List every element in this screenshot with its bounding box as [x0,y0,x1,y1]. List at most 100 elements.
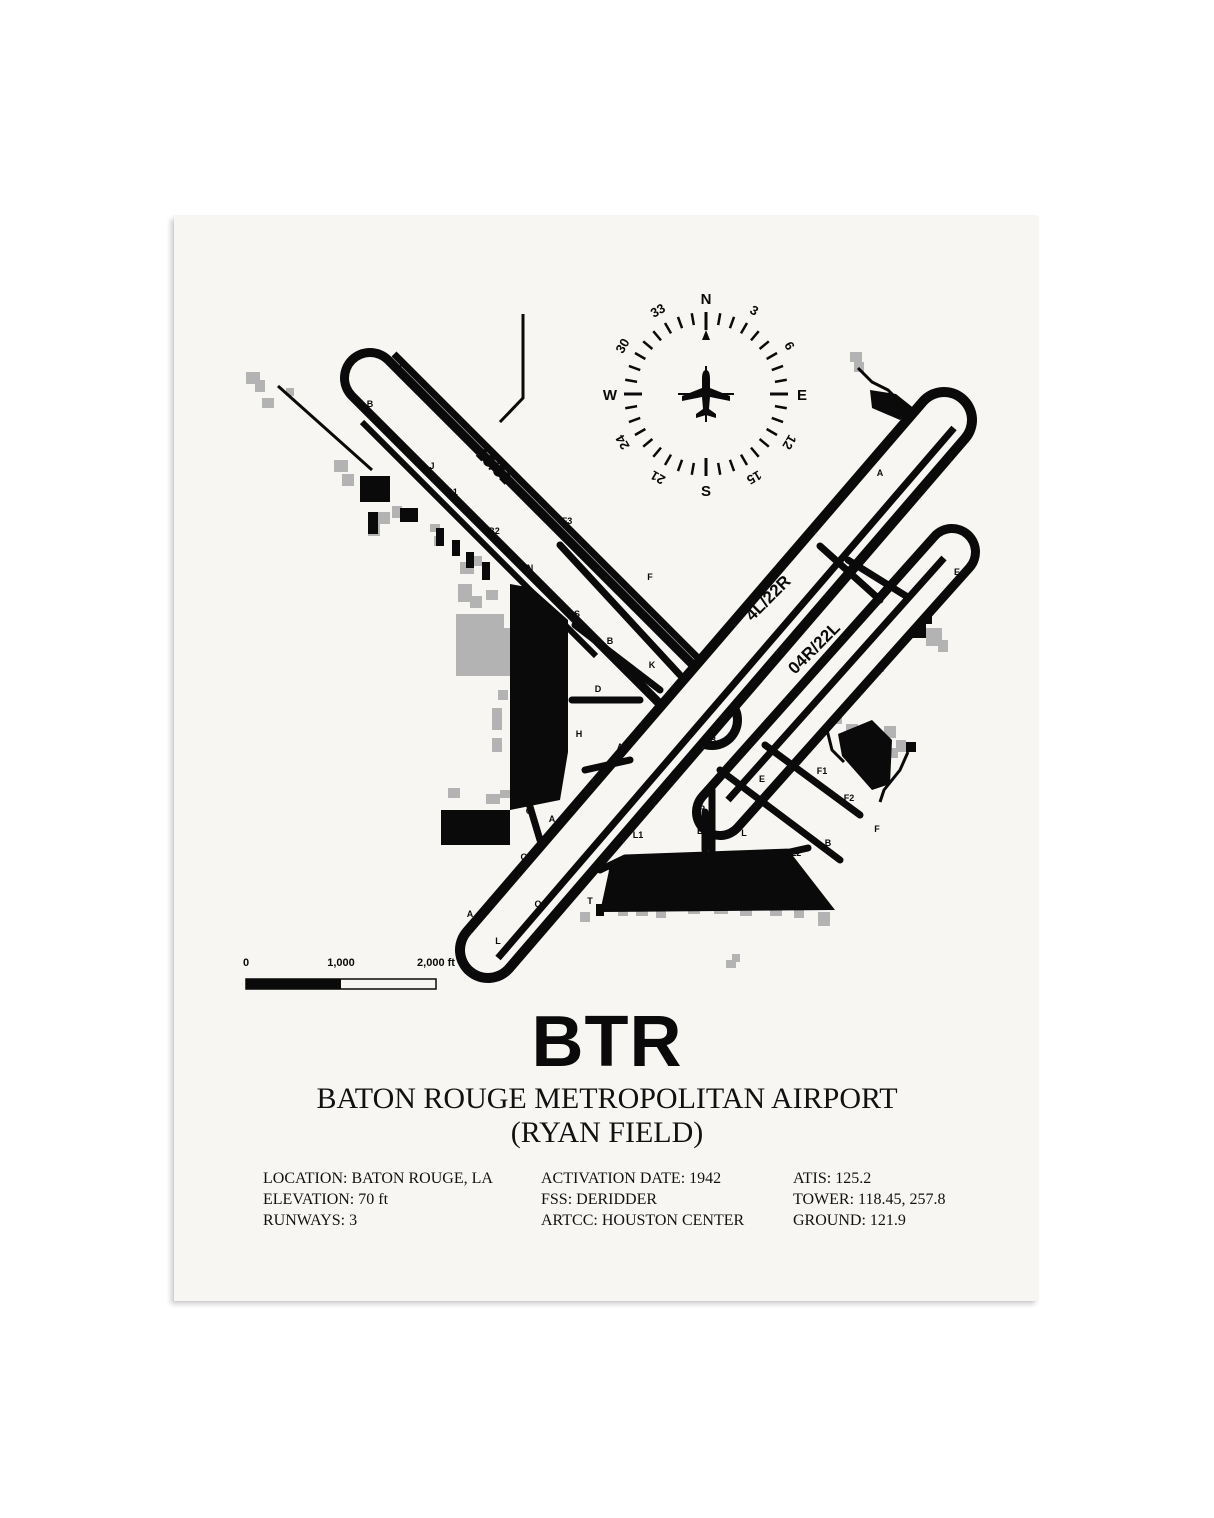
info-column-3: ATIS: 125.2 TOWER: 118.45, 257.8 GROUND:… [793,1168,945,1231]
taxiway-label: E [697,826,703,836]
taxiway-label: F [647,572,653,582]
aprons [360,390,932,916]
taxiway-label: B2 [488,526,500,536]
taxiway-label: Q [520,852,527,862]
taxiway-label: F [399,361,405,371]
taxiway-label: N [527,563,534,573]
taxiway-label: B1 [446,487,458,497]
compass-tick [758,340,770,350]
compass-tick [663,322,673,335]
compass-tick [716,313,722,326]
compass-tick [765,351,778,361]
scale-label-1000: 1,000 [327,957,355,969]
info-fss: FSS: DERIDDER [541,1191,658,1208]
taxiway-label: A [877,468,884,478]
taxiway-label: L [495,936,501,946]
compass-cardinal-w: W [603,387,618,404]
taxiway-label: G [866,569,873,579]
taxiway-label: T [587,896,593,906]
compass-cardinal-n: N [701,291,712,308]
info-activation-date: ACTIVATION DATE: 1942 [541,1170,722,1187]
compass-tick [628,416,641,424]
compass-tick [676,459,684,472]
info-column-1: LOCATION: BATON ROUGE, LA ELEVATION: 70 … [263,1168,493,1231]
info-ground: GROUND: 121.9 [793,1212,906,1229]
taxiways [524,541,910,874]
compass-tick [728,316,736,329]
taxiway-label: A [467,909,474,919]
taxiway-label: C [526,806,533,816]
compass-cardinal-e: E [797,387,807,404]
scale-bar: 0 1,000 2,000 ft [243,957,455,990]
taxiway-label: B [607,636,614,646]
compass-number-24: 24 [612,432,633,453]
info-artcc: ARTCC: HOUSTON CENTER [541,1212,745,1229]
taxiway-label: L [741,828,747,838]
compass-tick [690,462,696,475]
taxiway-label: A [549,814,556,824]
runway-4l-22r [455,387,977,983]
airport-name: BATON ROUGE METROPOLITAN AIRPORT (RYAN F… [0,1082,1214,1150]
taxiway-label: P [699,804,705,814]
taxiway-label: L [608,864,614,874]
runway-13-31 [340,348,742,750]
compass-tick [771,364,784,372]
compass-tick [765,427,778,437]
compass-number-12: 12 [779,432,799,452]
compass-tick [774,404,787,410]
taxiway-label: B [710,735,717,745]
taxiway-label: Q [534,899,541,909]
taxiway-label: L1 [633,830,644,840]
scale-label-2000: 2,000 ft [417,957,455,969]
info-location: LOCATION: BATON ROUGE, LA [263,1170,493,1187]
compass-number-15: 15 [744,467,764,487]
compass-tick [663,453,673,466]
scale-label-0: 0 [243,957,249,969]
info-atis: ATIS: 125.2 [793,1170,872,1187]
compass-tick [625,378,638,384]
compass-tick [634,351,647,361]
taxiway-label: F3 [562,516,573,526]
compass-tick [728,459,736,472]
compass-tick [625,404,638,410]
compass-tick [739,322,749,335]
compass-tick [739,453,749,466]
taxiway-label: D [595,684,602,694]
taxiway-label: E [759,774,765,784]
north-pointer-icon [702,330,710,340]
taxiway-label: A [617,742,624,752]
taxiway-label: K [649,660,656,670]
info-tower: TOWER: 118.45, 257.8 [793,1191,946,1208]
taxiway-label: F1 [817,766,828,776]
airport-code: BTR [531,1002,683,1082]
compass-number-21: 21 [648,467,668,487]
compass-tick [652,330,662,342]
compass-number-30: 30 [612,336,632,356]
compass-tick [642,438,654,448]
taxiway-label: B [825,838,832,848]
compass-tick [716,462,722,475]
info-column-2: ACTIVATION DATE: 1942 FSS: DERIDDER ARTC… [541,1168,744,1231]
info-elevation: ELEVATION: 70 ft [263,1191,389,1208]
taxiway-label: H [576,729,583,739]
compass-tick [750,446,760,458]
compass-tick [634,427,647,437]
compass-number-3: 3 [747,302,761,319]
info-runways: RUNWAYS: 3 [263,1212,358,1229]
compass-tick [652,446,662,458]
compass-tick [642,340,654,350]
taxiway-label: J [429,461,434,471]
compass-tick [690,313,696,326]
airplane-icon [682,370,730,418]
airport-name-line1: BATON ROUGE METROPOLITAN AIRPORT [316,1082,898,1115]
compass-tick [774,378,787,384]
taxiway-label: F [874,824,880,834]
taxiway-label: S [574,609,580,619]
compass-tick [628,364,641,372]
compass-tick [758,438,770,448]
taxiway-label: L2 [791,848,802,858]
compass-tick [771,416,784,424]
taxiway-label: B [367,399,374,409]
